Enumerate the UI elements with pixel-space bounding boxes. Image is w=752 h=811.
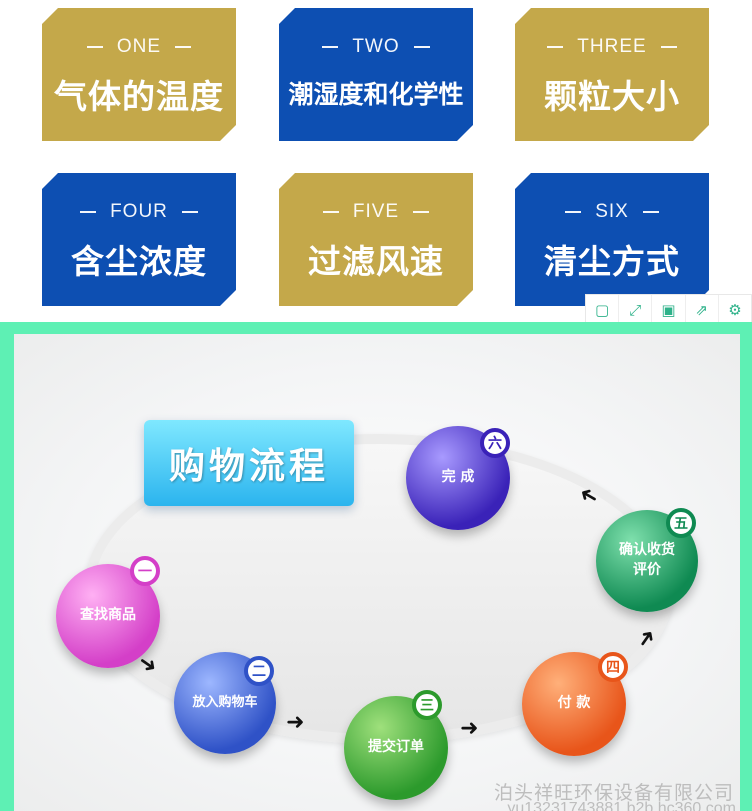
flow-arrow: ➜: [460, 716, 479, 741]
tile-label: 潮湿度和化学性: [288, 80, 464, 109]
tile-four: FOUR 含尘浓度: [42, 173, 236, 306]
fullscreen-icon[interactable]: ⤢: [619, 295, 653, 324]
tile-number: FIVE: [279, 201, 473, 223]
flow-title: 购物流程: [144, 420, 354, 506]
step-label: 完 成: [441, 469, 475, 486]
tile-six: SIX 清尘方式: [515, 173, 709, 306]
image-toolbar: ▢ ⤢ ▣ ⇗ ⚙: [585, 294, 752, 325]
flow-image: 购物流程 查找商品 一 放入购物车 二 提交订单 三 付 款 四 确认收货 评价…: [14, 334, 740, 811]
share-icon[interactable]: ⇗: [686, 295, 719, 324]
save-icon[interactable]: ▣: [652, 295, 686, 324]
step-badge: 三: [412, 690, 442, 720]
flow-arrow: ➜: [286, 710, 305, 735]
step-badge: 六: [480, 428, 510, 458]
step-badge: 一: [130, 556, 160, 586]
tile-three: THREE 颗粒大小: [515, 8, 709, 141]
settings-icon[interactable]: ⚙: [728, 300, 742, 319]
tile-number: THREE: [515, 36, 709, 58]
tile-number: TWO: [279, 36, 473, 58]
tile-number: FOUR: [42, 201, 236, 223]
url-watermark: yu13231743881.b2b.hc360.com: [507, 800, 736, 811]
tile-five: FIVE 过滤风速: [279, 173, 473, 306]
flow-image-frame: 购物流程 查找商品 一 放入购物车 二 提交订单 三 付 款 四 确认收货 评价…: [0, 322, 752, 811]
step-label: 提交订单: [368, 739, 424, 756]
tile-label: 气体的温度: [54, 77, 224, 116]
tile-number: ONE: [42, 36, 236, 58]
tile-one: ONE 气体的温度: [42, 8, 236, 141]
step-badge: 二: [244, 656, 274, 686]
tile-label: 清尘方式: [544, 242, 680, 281]
step-label: 查找商品: [80, 607, 136, 624]
tile-label: 过滤风速: [308, 242, 444, 281]
company-watermark: 泊头祥旺环保设备有限公司: [493, 782, 734, 804]
step-label: 付 款: [557, 695, 591, 712]
step-label: 放入购物车: [192, 694, 258, 710]
tile-number: SIX: [515, 201, 709, 223]
tile-label: 颗粒大小: [544, 77, 680, 116]
frame-icon[interactable]: ▢: [586, 295, 620, 324]
step-badge: 四: [598, 652, 628, 682]
step-badge: 五: [666, 508, 696, 538]
tile-two: TWO 潮湿度和化学性: [279, 8, 473, 141]
tile-label: 含尘浓度: [71, 242, 207, 281]
step-label: 确认收货 评价: [619, 542, 675, 578]
